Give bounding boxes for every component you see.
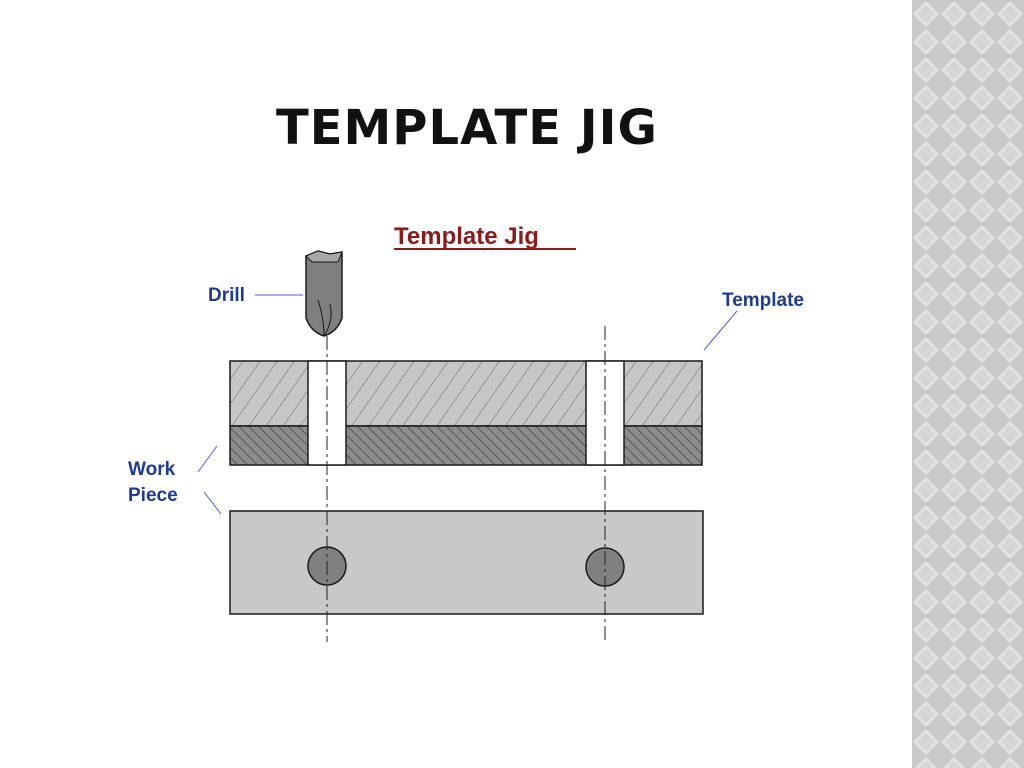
work-piece-label-line1: Work [128, 459, 176, 480]
work-piece-section [229, 425, 703, 466]
drill-bit [305, 250, 343, 337]
template-jig-diagram: Template Jig Drill Template Work Piece [128, 223, 804, 642]
drill-label: Drill [208, 285, 245, 306]
work-piece-plan-view [229, 510, 704, 615]
diagram-heading: Template Jig [394, 223, 539, 250]
template-plate [229, 360, 703, 427]
work-piece-leader-bottom [203, 491, 222, 515]
work-piece-leader-top [197, 445, 218, 473]
slide-title: TEMPLATE JIG [276, 100, 658, 156]
template-leader [703, 310, 738, 351]
decorative-side-panel [912, 0, 1024, 768]
template-label: Template [722, 290, 804, 311]
work-piece-label-line2: Piece [128, 485, 178, 506]
